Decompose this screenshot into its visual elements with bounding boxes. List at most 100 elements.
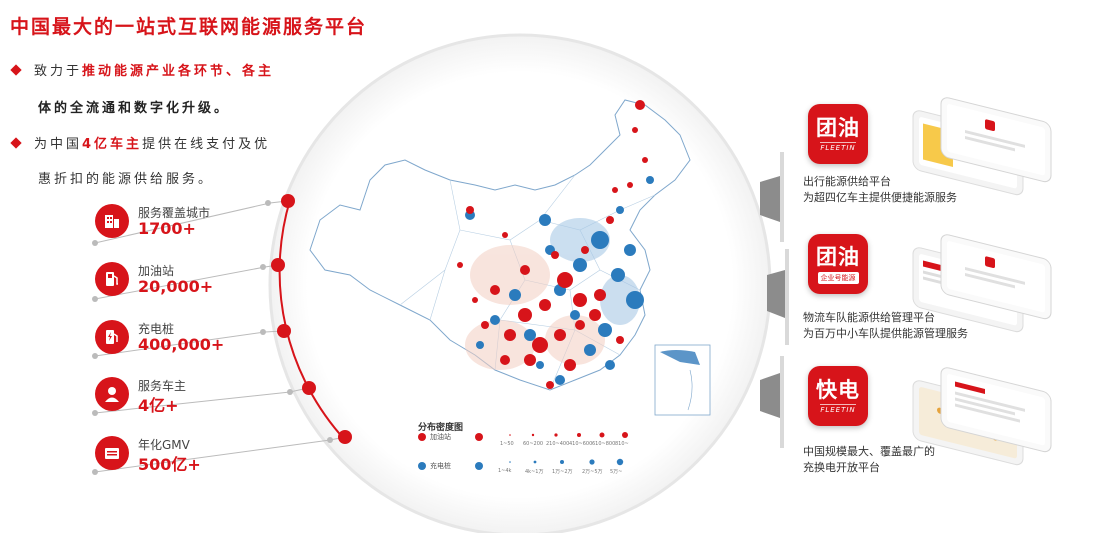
gas-station-dots [457, 100, 648, 389]
connector-dot [260, 264, 266, 270]
bullet-1: 致力于推动能源产业各环节、各主 [10, 60, 275, 79]
app-desc-line: 为超四亿车主提供便捷能源服务 [803, 191, 957, 204]
user-icon [95, 377, 129, 411]
connector-dot [92, 296, 98, 302]
fuel-pump-icon [95, 262, 129, 296]
gas-legend-dots [509, 432, 628, 438]
charger-dots [465, 176, 654, 385]
connector-dot [92, 353, 98, 359]
app-logo-sub: 企业号能源 [817, 271, 859, 284]
stat-label: 服务覆盖城市 [138, 206, 211, 220]
city-icon [95, 204, 129, 238]
bracket-bar [780, 152, 784, 242]
phone-mockup-3 [912, 367, 1052, 466]
bracket-connector [760, 373, 780, 418]
stat-value: 500亿+ [138, 455, 201, 474]
phone-mockup-2 [912, 234, 1052, 333]
connector-dot [92, 469, 98, 475]
bullet-1-pre: 致力于 [34, 64, 83, 79]
connector-dot [260, 329, 266, 335]
stat-value: 4亿+ [138, 396, 179, 415]
legend-charge-label: 充电桩 [430, 462, 451, 470]
legend-range: 60~200 [523, 441, 544, 447]
app-desc-1: 出行能源供给平台 为超四亿车主提供便捷能源服务 [803, 174, 957, 206]
legend-range: 210~400 [546, 441, 570, 447]
bracket-connector [760, 176, 780, 222]
connector-dot [92, 240, 98, 246]
app-desc-line: 中国规模最大、覆盖最广的 [803, 445, 935, 458]
legend-range: 610~800 [592, 441, 616, 447]
legend-range: 2万~5万 [582, 469, 603, 475]
legend-range: 4k~1万 [525, 469, 544, 475]
gas-station-legend-icon [475, 433, 483, 441]
china-density-map [309, 99, 711, 416]
app-desc-line: 为百万中小车队提供能源管理服务 [803, 327, 968, 340]
stat-item-gmv [95, 436, 129, 470]
map-legend-title: 分布密度图 [418, 423, 464, 433]
legend-range: 1~4k [498, 468, 512, 474]
app-logo-text: 团油 [816, 244, 860, 269]
legend-gas-label: 加油站 [430, 433, 451, 441]
app-logo-kuaidian[interactable]: 快电 FLEETIN [808, 366, 868, 426]
connector-dot [265, 200, 271, 206]
app-logo-text: 快电 [816, 378, 860, 402]
arc-marker [271, 258, 285, 272]
app-logo-tuanyou-enterprise[interactable]: 团油 企业号能源 [808, 234, 868, 294]
charger-icon [95, 320, 129, 354]
stat-label: 年化GMV [138, 438, 190, 452]
phone-mockup-1 [912, 97, 1052, 196]
legend-range: 5万~ [610, 469, 623, 475]
bracket-bar [780, 356, 784, 448]
bullet-2-highlight: 4亿车主 [82, 137, 143, 152]
connector-dot [327, 437, 333, 443]
app-desc-line: 物流车队能源供给管理平台 [803, 311, 935, 324]
wallet-icon [95, 436, 129, 470]
bullet-2: 为中国4亿车主提供在线支付及优 [10, 133, 271, 152]
bullet-1-cont: 体的全流通和数字化升级。 [38, 101, 231, 116]
bracket-bar [785, 249, 789, 345]
bullet-2-post: 提供在线支付及优 [142, 137, 271, 152]
arc-marker [277, 324, 291, 338]
stat-label: 服务车主 [138, 379, 187, 393]
app-logo-tuanyou[interactable]: 团油 FLEETIN [808, 104, 868, 164]
connector-dot [287, 389, 293, 395]
stat-label: 加油站 [138, 264, 175, 278]
arc-marker [338, 430, 352, 444]
stat-value: 20,000+ [138, 277, 214, 296]
app-desc-3: 中国规模最大、覆盖最广的 充换电开放平台 [803, 444, 935, 476]
stat-value: 400,000+ [138, 335, 225, 354]
stat-item-cities [95, 204, 129, 238]
legend-range: 1万~2万 [552, 469, 573, 475]
inset-coast [660, 350, 700, 365]
charger-legend-icon [418, 462, 426, 470]
app-logo-sub: FLEETIN [820, 142, 856, 152]
gas-station-legend-icon [418, 433, 426, 441]
bullet-2-cont: 惠折扣的能源供给服务。 [38, 172, 215, 187]
arc-marker [302, 381, 316, 395]
stat-value: 1700+ [138, 219, 196, 238]
arc-marker [281, 194, 295, 208]
legend-range: 810~ [615, 441, 629, 447]
stat-item-chargers [95, 320, 129, 354]
connector-line [94, 436, 346, 473]
app-logo-text: 团油 [816, 116, 860, 140]
charge-legend-dots [509, 458, 624, 466]
app-desc-2: 物流车队能源供给管理平台 为百万中小车队提供能源管理服务 [803, 310, 968, 342]
charger-legend-icon [475, 462, 483, 470]
legend-range: 410~600 [569, 441, 593, 447]
density-heat-blue [550, 218, 640, 325]
stat-item-users [95, 377, 129, 411]
app-logo-sub: FLEETIN [820, 404, 856, 414]
page-title: 中国最大的一站式互联网能源服务平台 [10, 16, 368, 38]
connector-dot [92, 410, 98, 416]
charge-legend-ranges: 1~4k 4k~1万 1万~2万 2万~5万 5万~ [498, 468, 648, 475]
app-desc-line: 充换电开放平台 [803, 461, 880, 474]
stat-label: 充电桩 [138, 322, 175, 336]
app-desc-line: 出行能源供给平台 [803, 175, 891, 188]
legend-range: 1~50 [500, 441, 514, 447]
stat-item-gas-stations [95, 262, 129, 296]
bracket-connector [767, 270, 785, 318]
bullet-1-highlight: 推动能源产业各环节、各主 [82, 64, 275, 79]
gas-legend-ranges: 1~50 60~200 210~400 410~600 610~800 810~ [500, 441, 650, 447]
bullet-2-pre: 为中国 [34, 137, 83, 152]
